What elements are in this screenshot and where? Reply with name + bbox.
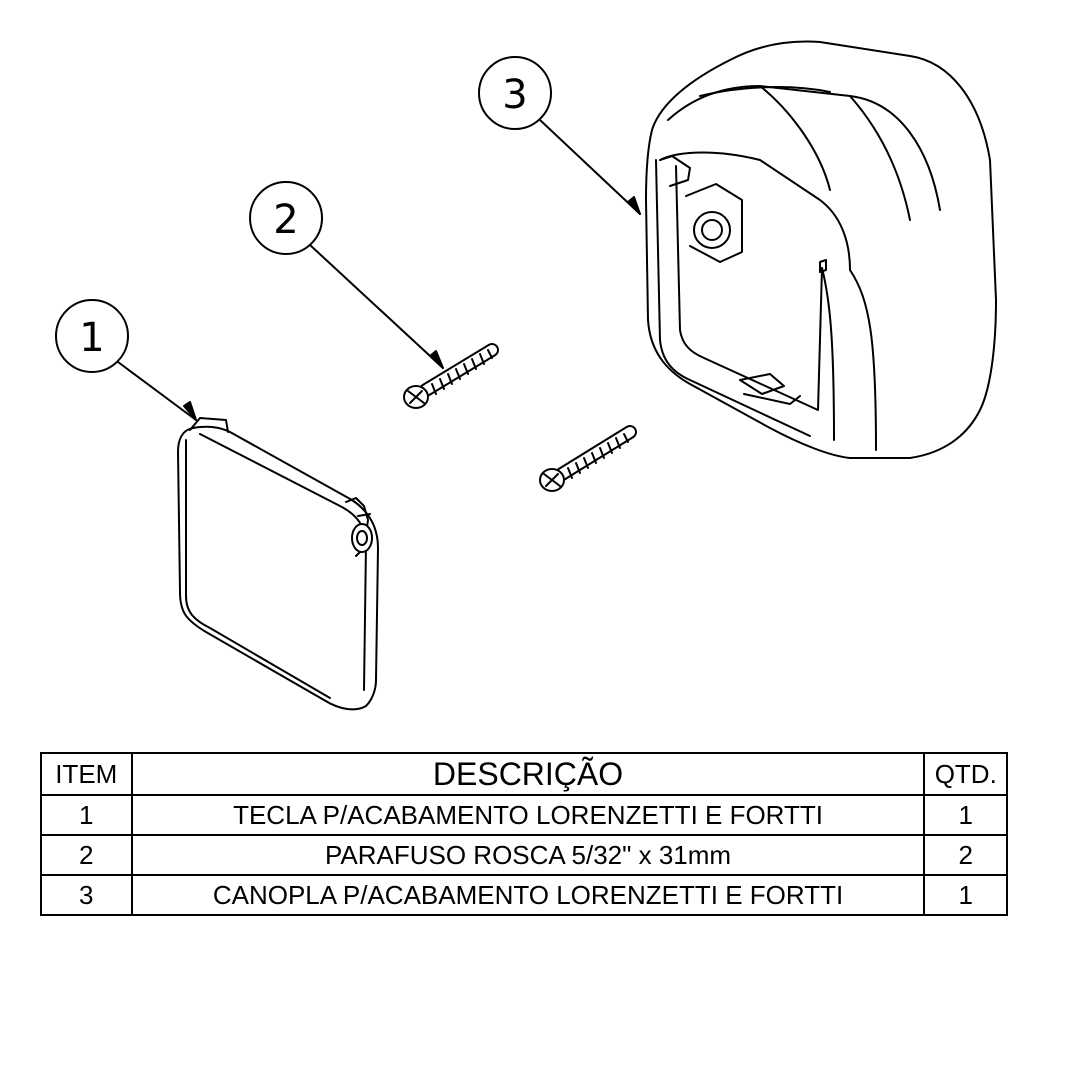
cell-item: 3: [40, 874, 133, 916]
header-description: DESCRIÇÃO: [130, 752, 926, 796]
cell-description: PARAFUSO ROSCA 5/32" x 31mm: [130, 834, 926, 876]
cell-description: CANOPLA P/ACABAMENTO LORENZETTI E FORTTI: [130, 874, 926, 916]
table-row: 3 CANOPLA P/ACABAMENTO LORENZETTI E FORT…: [40, 874, 1008, 916]
part-2-screw-lower: [539, 425, 637, 492]
callout-1: 1: [55, 299, 197, 421]
cell-item: 2: [40, 834, 133, 876]
part-3-canopy: [645, 40, 997, 459]
header-qty: QTD.: [923, 752, 1008, 796]
cell-qty: 1: [923, 794, 1008, 836]
part-2-screw-upper: [403, 343, 499, 409]
callout-3-number: 3: [502, 72, 527, 118]
callout-2-number: 2: [273, 197, 298, 243]
parts-list-table: ITEM DESCRIÇÃO QTD. 1 TECLA P/ACABAMENTO…: [40, 752, 1008, 916]
cell-description: TECLA P/ACABAMENTO LORENZETTI E FORTTI: [130, 794, 926, 836]
table-row: 1 TECLA P/ACABAMENTO LORENZETTI E FORTTI…: [40, 794, 1008, 836]
cell-qty: 2: [923, 834, 1008, 876]
header-item: ITEM: [40, 752, 133, 796]
callout-3: 3: [478, 56, 641, 215]
table-row: 2 PARAFUSO ROSCA 5/32" x 31mm 2: [40, 834, 1008, 876]
table-header-row: ITEM DESCRIÇÃO QTD.: [40, 752, 1008, 796]
callout-2: 2: [249, 181, 444, 369]
cell-item: 1: [40, 794, 133, 836]
callout-1-number: 1: [79, 315, 104, 361]
part-1-key-cover: [177, 417, 379, 711]
cell-qty: 1: [923, 874, 1008, 916]
exploded-view-drawing: 1 2 3: [55, 40, 997, 711]
